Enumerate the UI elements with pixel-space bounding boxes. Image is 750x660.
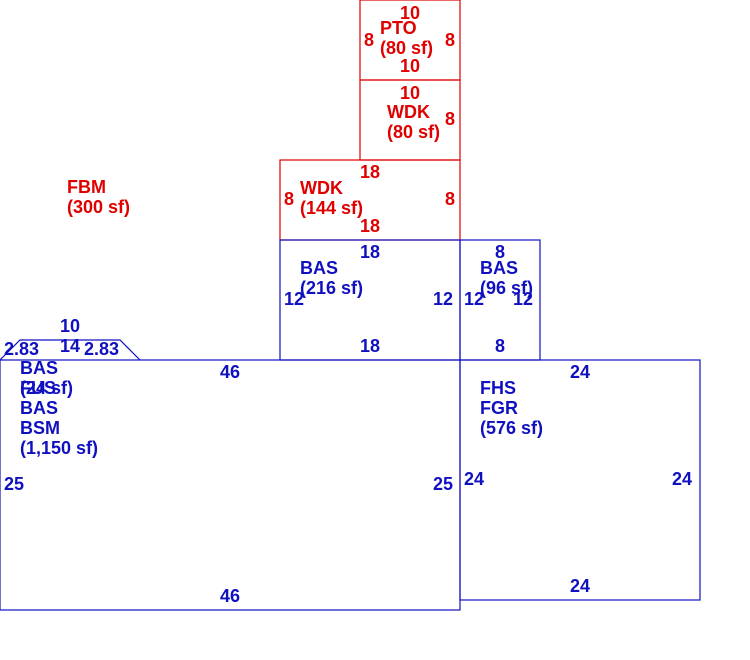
- main-label-line-5: BSM: [20, 418, 60, 438]
- bas-96-area: (96 sf): [480, 278, 533, 298]
- wdk-lower-bottom-dimension: 18: [360, 216, 380, 236]
- main-label-line-2: (24 sf): [20, 378, 73, 398]
- pto-left-dimension: 8: [364, 30, 374, 50]
- main-label-line-4: BAS: [20, 398, 58, 418]
- garage-label-line-1: FHS: [480, 378, 516, 398]
- garage-left-dimension: 24: [464, 469, 484, 489]
- wdk-upper-top-dimension: 10: [400, 83, 420, 103]
- pto-top-dimension: 10: [400, 3, 420, 23]
- garage-outline: [459, 359, 701, 601]
- pto-area: (80 sf): [380, 38, 433, 58]
- main-right-dimension: 25: [433, 474, 453, 494]
- bay-left-side-dimension: 2.83: [4, 339, 39, 359]
- main-label-line-1: BAS: [20, 358, 58, 378]
- bay-middle-dimension: 14: [60, 336, 80, 356]
- bas-216-bottom-dimension: 18: [360, 336, 380, 356]
- bas-216-left-dimension: 12: [284, 289, 304, 309]
- bas-96-left-dimension: 12: [464, 289, 484, 309]
- bas-96-bottom-dimension: 8: [495, 336, 505, 356]
- garage-right-dimension: 24: [672, 469, 692, 489]
- wdk-lower-code: WDK: [300, 178, 343, 198]
- bas-216-area: (216 sf): [300, 278, 363, 298]
- bas-216-code: BAS: [300, 258, 338, 278]
- main-bottom-dimension: 46: [220, 586, 240, 606]
- wdk-lower-left-dimension: 8: [284, 189, 294, 209]
- bas-96-code: BAS: [480, 258, 518, 278]
- pto-bottom-dimension: 10: [400, 56, 420, 76]
- wdk-upper-code: WDK: [387, 102, 430, 122]
- garage-label-line-2: FGR: [480, 398, 518, 418]
- garage-area: (576 sf): [480, 418, 543, 438]
- bas-96-right-dimension: 12: [513, 289, 533, 309]
- bas-216-right-dimension: 12: [433, 289, 453, 309]
- pto-code: PTO: [380, 18, 417, 38]
- main-label-line-6: (1,150 sf): [20, 438, 98, 458]
- bas-216-top-dimension: 18: [360, 242, 380, 262]
- fbm-code: FBM: [67, 177, 106, 197]
- garage-top-dimension: 24: [570, 362, 590, 382]
- main-left-dimension: 25: [4, 474, 24, 494]
- wdk-lower-top-dimension: 18: [360, 162, 380, 182]
- wdk-upper-right-dimension: 8: [445, 109, 455, 129]
- wdk-lower-area: (144 sf): [300, 198, 363, 218]
- main-label-line-3: FUS: [20, 378, 56, 398]
- main-top-dimension: 46: [220, 362, 240, 382]
- wdk-upper-area: (80 sf): [387, 122, 440, 142]
- pto-right-dimension: 8: [445, 30, 455, 50]
- bas-96-top-dimension: 8: [495, 242, 505, 262]
- fbm-area: (300 sf): [67, 197, 130, 217]
- bay-right-side-dimension: 2.83: [84, 339, 119, 359]
- bay-outline: [0, 339, 141, 361]
- bay-top-dimension: 10: [60, 316, 80, 336]
- wdk-lower-right-dimension: 8: [445, 189, 455, 209]
- garage-bottom-dimension: 24: [570, 576, 590, 596]
